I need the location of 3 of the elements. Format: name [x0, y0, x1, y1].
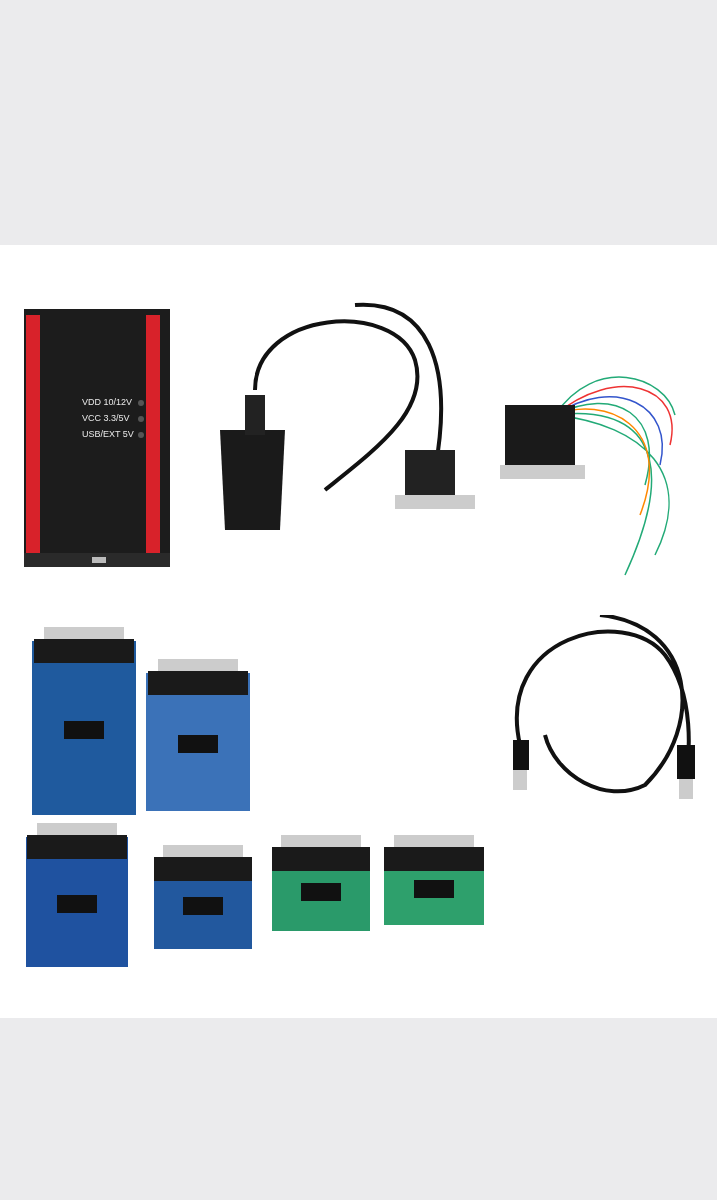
indicator-label: VCC 3.3/5V — [82, 413, 130, 423]
indicator-label: USB/EXT 5V — [82, 429, 134, 439]
indicator-label: VDD 10/12V — [82, 397, 133, 407]
